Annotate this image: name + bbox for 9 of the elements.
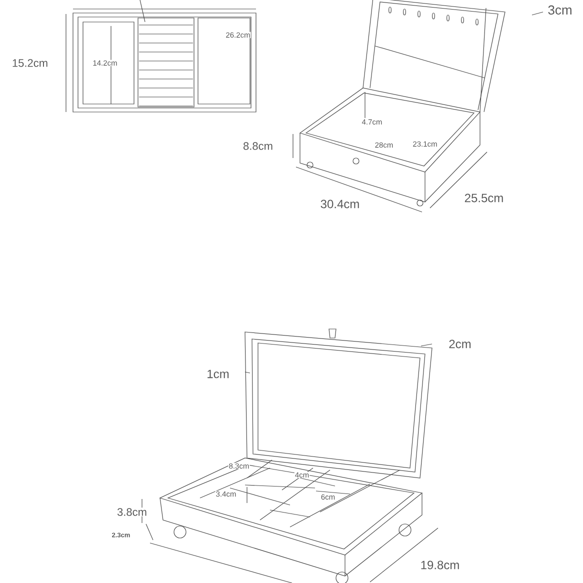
dimension-label: 25.5cm	[464, 193, 504, 203]
dimension-label: 1cm	[206, 369, 230, 379]
dimension-label: 3cm	[547, 4, 573, 16]
dimension-label: 2cm	[448, 339, 472, 349]
dimension-label: 30.4cm	[320, 199, 360, 209]
dimension-label: 15.2cm	[11, 58, 49, 68]
dimension-label: 3.8cm	[116, 508, 148, 516]
dimension-label: 8.8cm	[242, 142, 274, 150]
dimension-label: 19.8cm	[420, 560, 460, 570]
